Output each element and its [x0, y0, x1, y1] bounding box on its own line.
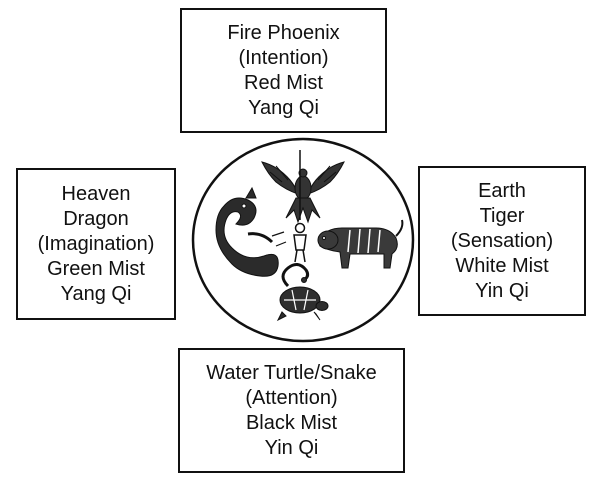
fire-phoenix-qi: Yang Qi [248, 96, 319, 119]
earth-tiger-mist: White Mist [455, 254, 549, 277]
earth-tiger-qi: Yin Qi [475, 279, 529, 302]
heaven-dragon-realm: Heaven [61, 182, 131, 205]
water-turtle-snake-mist: Black Mist [245, 411, 338, 434]
earth-tiger-realm: Earth [478, 179, 526, 202]
fire-phoenix-title: Fire Phoenix [227, 21, 340, 44]
earth-tiger-title: Tiger [479, 204, 525, 227]
tiger-icon [317, 219, 404, 269]
water-turtle-snake-faculty: (Attention) [245, 386, 338, 409]
fire-phoenix-mist: Red Mist [244, 71, 323, 94]
heaven-dragon-qi: Yang Qi [60, 282, 132, 305]
dragon-icon [215, 186, 287, 277]
water-turtle-snake-box: Water Turtle/Snake (Attention) Black Mis… [178, 348, 405, 473]
water-turtle-snake-qi: Yin Qi [264, 436, 319, 459]
phoenix-icon [261, 161, 345, 224]
meditating-figure-icon [293, 150, 307, 263]
turtle-snake-icon [276, 263, 329, 322]
earth-tiger-box: Earth Tiger (Sensation) White Mist Yin Q… [418, 166, 586, 316]
heaven-dragon-box: Heaven Dragon (Imagination) Green Mist Y… [16, 168, 176, 320]
heaven-dragon-mist: Green Mist [47, 257, 145, 280]
heaven-dragon-title: Dragon [63, 207, 129, 230]
water-turtle-snake-title: Water Turtle/Snake [206, 361, 377, 384]
four-animals-circle [191, 137, 415, 343]
earth-tiger-faculty: (Sensation) [450, 229, 554, 252]
fire-phoenix-box: Fire Phoenix (Intention) Red Mist Yang Q… [180, 8, 387, 133]
heaven-dragon-faculty: (Imagination) [37, 232, 155, 255]
fire-phoenix-faculty: (Intention) [238, 46, 329, 69]
